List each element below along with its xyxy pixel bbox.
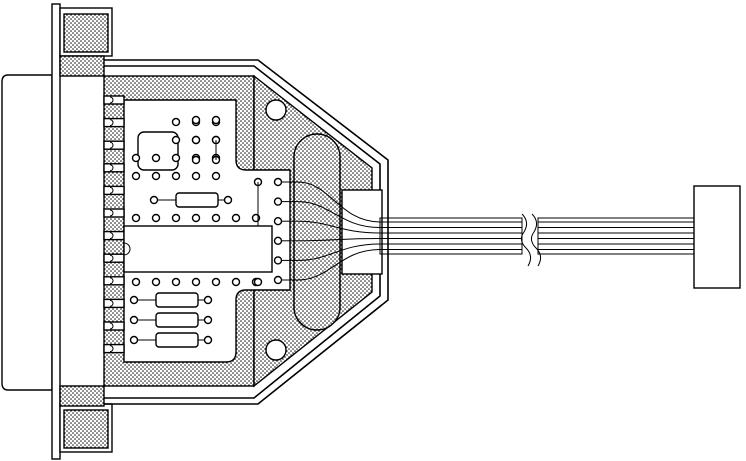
resistor-pad (149, 195, 159, 205)
resistor-pad (203, 335, 213, 345)
resistor-pad (129, 315, 139, 325)
ic-pad (131, 277, 141, 287)
via (171, 171, 181, 181)
connector-pin (103, 343, 125, 354)
connector-pin (103, 163, 125, 173)
resistor-pad (203, 295, 213, 305)
resistor-pad (129, 295, 139, 305)
via (131, 153, 141, 163)
ribbon-cable (297, 181, 695, 281)
via (151, 171, 161, 181)
via (191, 135, 201, 145)
ic-pad (171, 277, 181, 287)
d-sub-shell (1, 3, 61, 460)
resistor-body (155, 312, 199, 328)
connector-pin (103, 117, 125, 128)
pin-hook (109, 96, 114, 104)
connector-pin (103, 253, 125, 263)
connector-pin (103, 321, 125, 331)
resistor-pad (129, 335, 139, 345)
pcb-vias (131, 115, 263, 287)
cable-break-mark (520, 213, 542, 267)
via (191, 155, 201, 165)
via (211, 115, 221, 125)
wire-pad (273, 216, 283, 226)
ribbon-wire (297, 243, 522, 261)
connector-pins (103, 95, 125, 354)
ribbon-jacket (379, 217, 523, 255)
wire-pads (273, 177, 298, 285)
dip-ic (123, 225, 273, 273)
ribbon-wire (297, 201, 522, 228)
via (191, 115, 201, 125)
mounting-flange-bottom (59, 385, 113, 453)
connector-pin (103, 298, 125, 309)
ic-pad (231, 213, 241, 223)
ic-pad (151, 277, 161, 287)
resistor-body (175, 192, 219, 208)
ic-pad (231, 277, 241, 287)
mounting-holes (265, 99, 287, 361)
pin-hook (109, 141, 114, 149)
resistors (129, 192, 233, 348)
pin-hook (109, 186, 114, 194)
resistor-pad (223, 195, 233, 205)
connector-pin (103, 95, 125, 105)
mounting-flange-top (59, 7, 113, 77)
via (191, 171, 201, 181)
ic-pad (191, 213, 201, 223)
pin-hook (109, 209, 114, 217)
ribbon-wire (297, 238, 522, 242)
pin-hook (109, 299, 114, 307)
wire-pad (273, 236, 283, 246)
ribbon-end-connector (693, 185, 741, 289)
connector-pin (103, 230, 125, 241)
ic-pad (191, 277, 201, 287)
resistor-body (155, 292, 199, 308)
pin-hook (109, 119, 114, 127)
wire-pad (273, 177, 283, 187)
ic-pad (211, 213, 221, 223)
connector-pin (103, 140, 125, 150)
pin-hook (109, 254, 114, 262)
wire-pad (273, 197, 283, 206)
pin-hook (109, 322, 114, 330)
ic-pad (171, 213, 181, 223)
ribbon-wire (297, 181, 522, 223)
ic-pad (131, 213, 141, 223)
ribbon-wire (297, 249, 522, 281)
ic-pad (151, 213, 161, 223)
via (171, 153, 181, 163)
pin-hook (109, 232, 114, 240)
ribbon-jacket (537, 217, 695, 255)
via (151, 153, 161, 163)
square-component (137, 131, 179, 171)
wire-pad (273, 256, 283, 265)
ic-pad (211, 277, 221, 287)
resistor-pad (203, 315, 213, 325)
pin-hook (109, 164, 114, 172)
via (171, 135, 181, 145)
via (131, 171, 141, 181)
pin-hook (109, 345, 114, 353)
connector-pin (103, 276, 125, 286)
pin-hook (109, 277, 114, 285)
cable-strain-relief (293, 133, 383, 331)
resistor-body (155, 332, 199, 348)
ribbon-wire (297, 220, 522, 234)
via (171, 117, 181, 127)
via (253, 277, 263, 287)
via (211, 171, 221, 181)
wire-pad (273, 275, 283, 285)
connector-pin (103, 185, 125, 196)
connector-pin (103, 208, 125, 218)
